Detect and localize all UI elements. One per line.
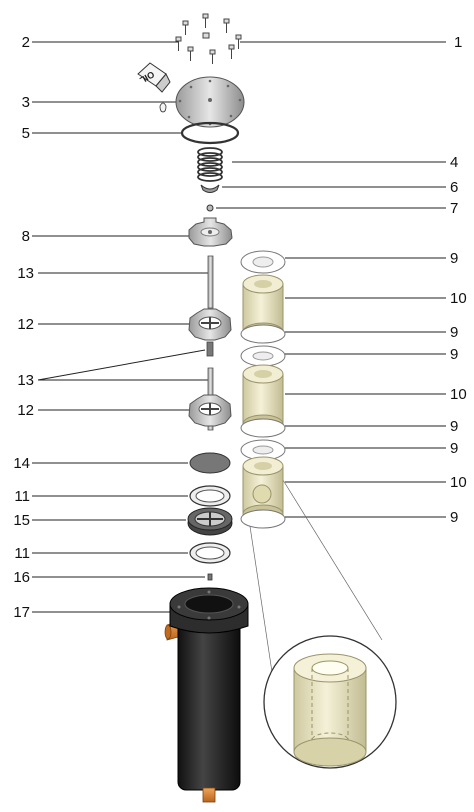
callout-label: 13 bbox=[17, 372, 34, 389]
o-ring-part-5 bbox=[180, 121, 240, 145]
pin-part-16 bbox=[207, 573, 213, 581]
callout-label: 17 bbox=[13, 604, 30, 621]
zoom-detail-inset bbox=[263, 635, 397, 769]
spring-part-4 bbox=[197, 147, 223, 182]
callout-label: 9 bbox=[450, 509, 459, 526]
stem-part-13-upper bbox=[207, 255, 214, 309]
washer-part-9-e bbox=[240, 439, 286, 461]
callout-label: 9 bbox=[450, 346, 459, 363]
gasket-ring-part-11-lower bbox=[189, 542, 231, 564]
callout-label: 6 bbox=[450, 179, 459, 196]
washer-part-9-b bbox=[240, 324, 286, 344]
callout-label: 14 bbox=[13, 455, 30, 472]
housing-body-part-17 bbox=[164, 587, 249, 803]
callout-label: 10 bbox=[450, 386, 467, 403]
callout-label: 9 bbox=[450, 440, 459, 457]
oil-can-icon bbox=[137, 62, 171, 113]
diaphragm-part-14 bbox=[189, 452, 231, 474]
washer-part-9-f bbox=[240, 509, 286, 529]
callout-label: 2 bbox=[21, 34, 30, 51]
stem-part-13-small bbox=[206, 341, 214, 357]
callout-label: 9 bbox=[450, 324, 459, 341]
washer-part-9-c bbox=[240, 345, 286, 367]
spider-disc-part-12-upper bbox=[188, 308, 232, 341]
callout-label: 7 bbox=[450, 200, 459, 217]
callout-label: 15 bbox=[13, 512, 30, 529]
callout-label: 10 bbox=[450, 290, 467, 307]
callout-label: 10 bbox=[450, 474, 467, 491]
callout-label: 11 bbox=[14, 488, 30, 505]
callout-label: 5 bbox=[21, 125, 30, 142]
callout-label: 8 bbox=[21, 228, 30, 245]
washer-part-9-d bbox=[240, 418, 286, 438]
callout-label: 13 bbox=[17, 265, 34, 282]
spider-disc-part-12-lower bbox=[188, 394, 232, 427]
callout-label: 12 bbox=[17, 402, 34, 419]
callout-label: 9 bbox=[450, 418, 459, 435]
callout-label: 16 bbox=[13, 569, 30, 586]
callout-label: 1 bbox=[454, 34, 463, 51]
star-disc-part-8 bbox=[188, 217, 233, 247]
screws-part-1-2 bbox=[175, 13, 242, 64]
valve-seat-part-15 bbox=[187, 507, 233, 536]
cover-plate-part-3 bbox=[175, 76, 245, 128]
gasket-ring-part-11-upper bbox=[189, 485, 231, 507]
callout-label: 4 bbox=[450, 154, 459, 171]
callout-label: 12 bbox=[17, 316, 34, 333]
leader-lines bbox=[32, 41, 446, 673]
callout-label: 11 bbox=[14, 545, 30, 562]
washer-part-9-a bbox=[240, 250, 286, 274]
spring-seat-part-6 bbox=[200, 184, 220, 193]
ball-part-7 bbox=[206, 204, 214, 212]
callout-label: 9 bbox=[450, 250, 459, 267]
callout-label: 3 bbox=[21, 94, 30, 111]
